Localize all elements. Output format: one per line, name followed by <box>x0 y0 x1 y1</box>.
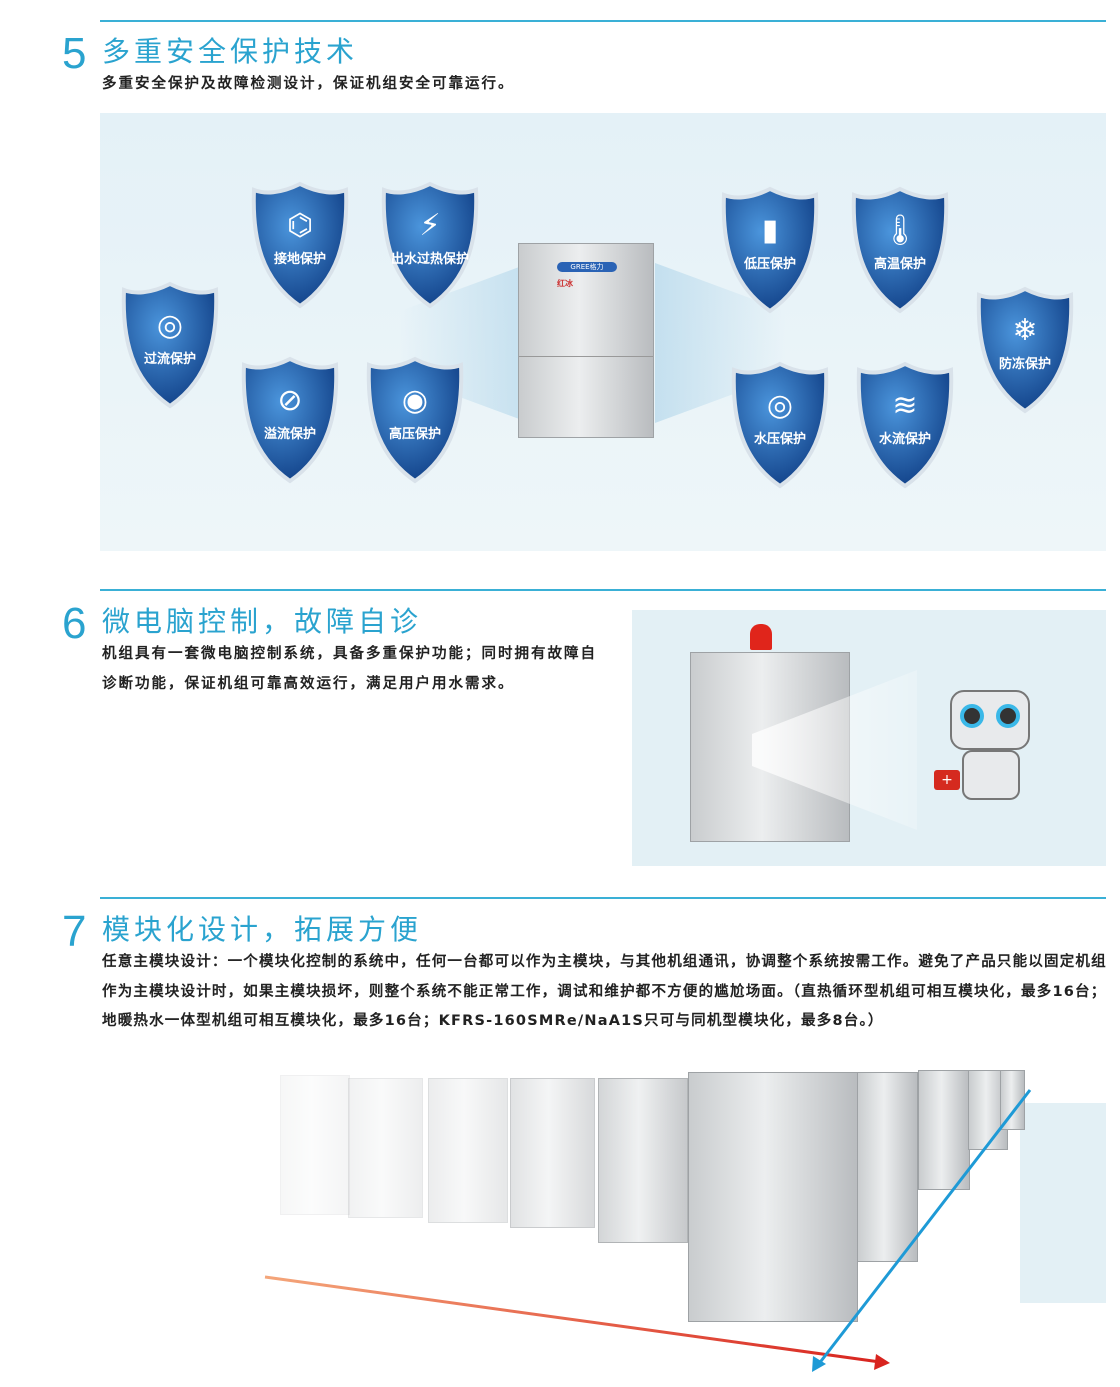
water-pressure-gauge-icon: ◎ <box>766 388 794 423</box>
ground-icon: ⌬ <box>286 208 314 243</box>
section-divider <box>100 589 1106 591</box>
module-unit-image <box>280 1075 350 1215</box>
first-aid-kit-icon: + <box>934 770 960 790</box>
shield-label: 水流保护 <box>878 432 931 447</box>
module-unit-image <box>510 1078 595 1228</box>
section-desc: 机组具有一套微电脑控制系统，具备多重保护功能；同时拥有故障自诊断功能，保证机组可… <box>102 646 597 692</box>
module-unit-image <box>688 1072 858 1322</box>
module-unit-image <box>918 1070 970 1190</box>
shield-label: 水压保护 <box>753 432 806 447</box>
module-unit-image <box>348 1078 423 1218</box>
shield-4: ◉ 高压保护 <box>365 355 465 485</box>
shield-label: 出水过热保护 <box>390 252 469 267</box>
arrow-head-blue <box>812 1356 826 1372</box>
off-cycle-icon: ◎ <box>156 308 184 343</box>
heat-pump-unit-image: GREE格力 红冰 <box>518 243 654 438</box>
shield-7: ❄ 防冻保护 <box>975 285 1075 415</box>
section-desc: 任意主模块设计：一个模块化控制的系统中，任何一台都可以作为主模块，与其他机组通讯… <box>102 954 1107 1029</box>
product-logo: 红冰 <box>557 279 573 288</box>
shield-2: ◎ 过流保护 <box>120 280 220 410</box>
alarm-light-icon <box>750 624 772 650</box>
depth-arrow <box>816 1089 1032 1366</box>
gauge-icon: ⊘ <box>277 383 303 418</box>
shield-3: ⊘ 溢流保护 <box>240 355 340 485</box>
lightning-icon: ⚡ <box>419 208 441 243</box>
section-number: 5 <box>62 29 87 78</box>
section-divider <box>100 897 1106 899</box>
section-title: 模块化设计，拓展方便 <box>102 913 423 946</box>
section-number: 6 <box>62 599 87 648</box>
diagnosis-illustration: + <box>632 610 1106 866</box>
shield-8: ◎ 水压保护 <box>730 360 830 490</box>
snowflake-icon: ❄ <box>1012 313 1038 348</box>
brand-logo: GREE格力 <box>557 262 617 272</box>
shield-label: 防冻保护 <box>998 357 1051 372</box>
shield-label: 低压保护 <box>743 257 796 272</box>
robot-body <box>962 750 1020 800</box>
shield-label: 高温保护 <box>873 257 926 272</box>
water-flow-icon: ≋ <box>892 388 918 423</box>
thermometer-icon: 🌡 <box>880 213 920 248</box>
arrow-head-red <box>874 1354 890 1370</box>
shield-0: ⌬ 接地保护 <box>250 180 350 310</box>
shield-1: ⚡ 出水过热保护 <box>380 180 480 310</box>
shield-6: 🌡 高温保护 <box>850 185 950 315</box>
pressure-tank-icon: ◉ <box>401 383 429 418</box>
section-title: 微电脑控制，故障自诊 <box>102 605 423 638</box>
shield-label: 过流保护 <box>143 352 196 367</box>
section-desc: 多重安全保护及故障检测设计，保证机组安全可靠运行。 <box>102 76 515 92</box>
module-unit-image <box>856 1072 918 1262</box>
shield-5: ▮ 低压保护 <box>720 185 820 315</box>
shield-label: 溢流保护 <box>263 427 316 442</box>
module-unit-image <box>1000 1070 1025 1130</box>
section-number: 7 <box>62 907 87 956</box>
horizontal-arrow <box>264 1275 881 1364</box>
shield-9: ≋ 水流保护 <box>855 360 955 490</box>
section-divider <box>100 20 1106 22</box>
shield-label: 接地保护 <box>273 252 326 267</box>
module-unit-image <box>428 1078 508 1223</box>
low-pressure-tank-icon: ▮ <box>761 213 779 248</box>
floor-panel <box>1020 1103 1106 1303</box>
module-unit-image <box>598 1078 688 1243</box>
robot-icon <box>950 690 1030 750</box>
section-title: 多重安全保护技术 <box>102 35 359 68</box>
shield-label: 高压保护 <box>388 427 441 442</box>
